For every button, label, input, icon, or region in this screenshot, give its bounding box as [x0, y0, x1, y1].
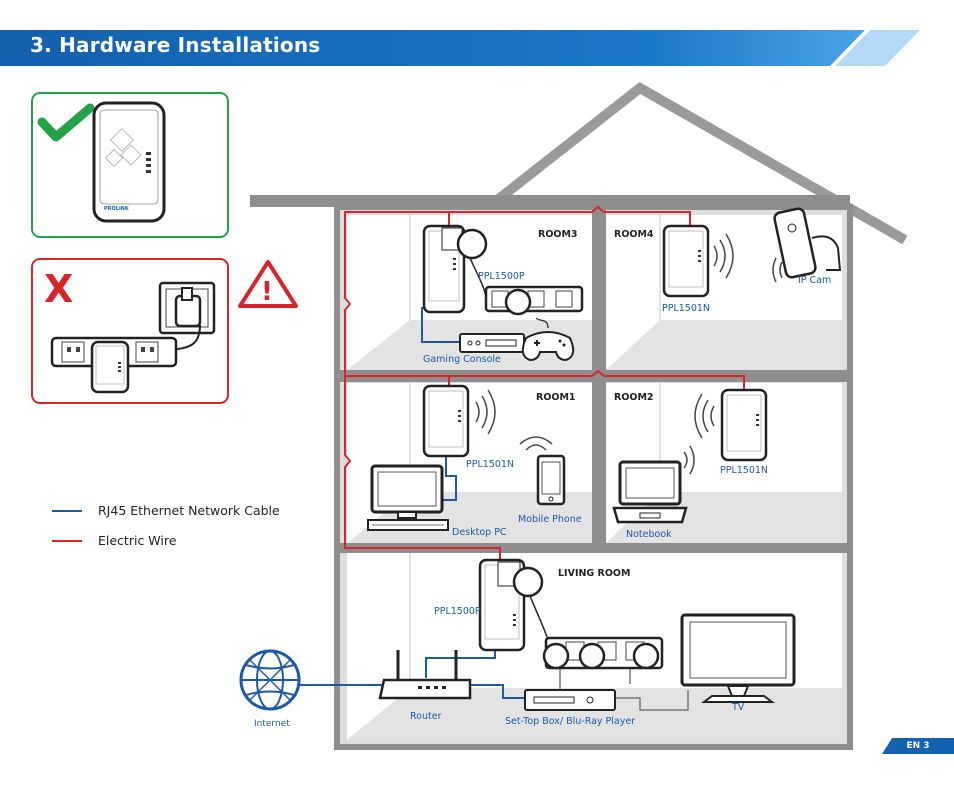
extension-strip-living: [542, 636, 664, 670]
wifi-signal-icon: [713, 233, 734, 279]
tv-label: TV: [731, 702, 745, 713]
powerline-adapter-icon: PROLiNK: [92, 101, 166, 223]
powerline-adapter-ppl1501n-room2: [720, 388, 768, 462]
internet-label: Internet: [254, 719, 290, 729]
gaming-console-label: Gaming Console: [423, 354, 501, 365]
powerline-adapter-ppl1501n-room4: [662, 224, 710, 298]
desktop-pc-icon: [367, 464, 449, 531]
wall-socket-icon: [158, 281, 216, 335]
plug-icon: [504, 288, 532, 316]
legend-electric-label: Electric Wire: [98, 533, 177, 548]
room4-label: ROOM4: [614, 229, 654, 240]
internet-globe-icon: [239, 649, 301, 711]
checkmark-icon: [37, 103, 95, 142]
header-banner: [0, 30, 920, 66]
plug-icon: [632, 642, 660, 670]
game-controller-icon: [521, 317, 575, 362]
set-top-box-icon: [524, 689, 616, 711]
page-number-badge: EN 3: [882, 738, 954, 754]
extension-strip-room3: [484, 285, 584, 316]
desktop-pc-label: Desktop PC: [452, 527, 507, 538]
powerline-adapter-ppl1500p-room3: [422, 224, 488, 314]
gaming-console-icon: [459, 333, 525, 353]
correct-usage-panel: PROLiNK: [31, 92, 229, 238]
router-icon: [378, 650, 472, 700]
plug-icon: [456, 228, 488, 260]
warning-icon: !: [238, 260, 298, 308]
ppl1501n-room2-label: PPL1501N: [720, 465, 768, 476]
router-label: Router: [410, 711, 442, 722]
room1-label: ROOM1: [536, 392, 576, 403]
device-brand-label: PROLiNK: [104, 206, 130, 212]
powerline-adapter-icon: [90, 340, 130, 394]
ethernet-cabling: [300, 307, 525, 699]
mobile-phone-label: Mobile Phone: [518, 514, 582, 525]
ppl1500p-living-label: PPL1500P: [434, 606, 481, 617]
notebook-icon: [612, 460, 688, 524]
plug-icon: [542, 642, 570, 670]
tv-icon: [680, 613, 796, 703]
ppl1501n-room4-label: PPL1501N: [662, 303, 710, 314]
room2-label: ROOM2: [614, 392, 654, 403]
ip-camera-icon: [773, 207, 842, 279]
plug-icon: [578, 642, 606, 670]
ppl1500p-room3-label: PPL1500P: [478, 271, 525, 282]
notebook-label: Notebook: [626, 529, 672, 540]
powerline-adapter-ppl1501n-room1: [422, 384, 470, 458]
wifi-signal-icon: [519, 436, 553, 451]
electric-wiring: [344, 205, 745, 580]
ip-cam-label: IP Cam: [798, 275, 831, 286]
ppl1501n-room1-label: PPL1501N: [466, 459, 514, 470]
wifi-signal-icon: [694, 393, 715, 439]
powerline-adapter-ppl1500p-living: [478, 558, 544, 652]
incorrect-usage-panel: X !: [31, 258, 298, 404]
legend-ethernet-label: RJ45 Ethernet Network Cable: [98, 503, 280, 518]
svg-text:!: !: [261, 277, 273, 307]
cross-icon: X: [44, 267, 73, 311]
room3-label: ROOM3: [538, 229, 578, 240]
mobile-phone-icon: [536, 454, 566, 506]
set-top-box-label: Set-Top Box/ Blu-Ray Player: [505, 716, 635, 727]
plug-icon: [512, 566, 544, 598]
living-room-label: LIVING ROOM: [558, 568, 630, 579]
wifi-signal-icon: [475, 389, 496, 435]
wifi-signal-icon: [683, 445, 695, 475]
wifi-signal-icon: [772, 257, 783, 283]
page-title: 3. Hardware Installations: [30, 33, 321, 57]
